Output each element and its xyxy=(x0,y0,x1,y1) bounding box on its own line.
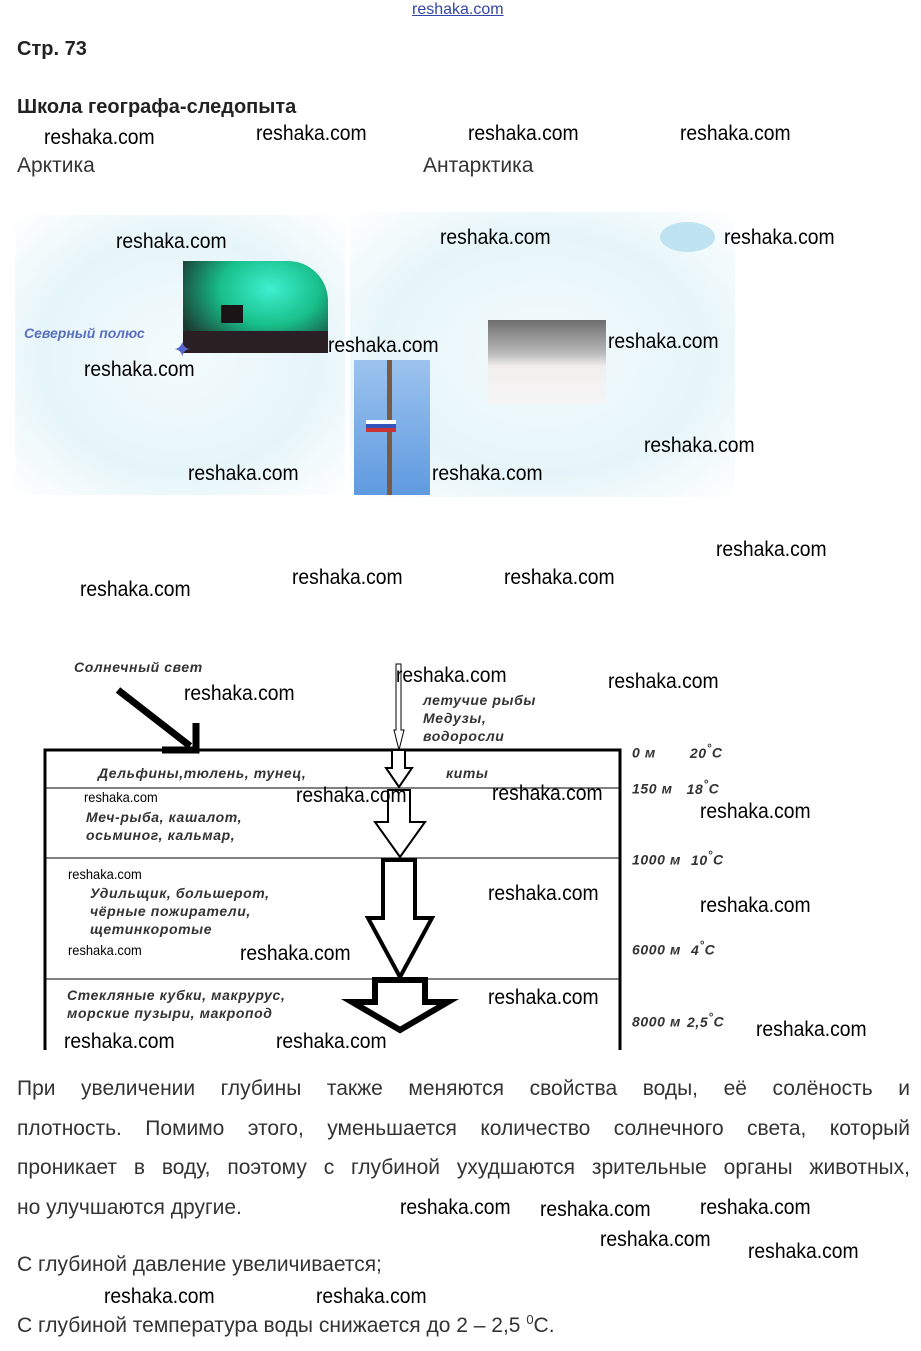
watermark: reshaka.com xyxy=(468,122,579,145)
organism-line: морские пузыри, макропод xyxy=(67,1005,273,1021)
organism-line: Удильщик, большерот, xyxy=(90,885,270,901)
depth-arrow-2 xyxy=(373,789,427,859)
watermark: reshaka.com xyxy=(44,126,155,149)
layer-2-organisms: Меч-рыба, кашалот, осьминог, кальмар, xyxy=(86,808,242,844)
depth-arrow-1 xyxy=(384,749,414,789)
watermark: reshaka.com xyxy=(432,462,543,485)
text-line-content: плотность. Помимо этого, уменьшается кол… xyxy=(17,1116,910,1140)
watermark: reshaka.com xyxy=(64,1030,175,1053)
organism-line: чёрные пожиратели, xyxy=(90,903,251,919)
pressure-text: С глубиной давление увеличивается; xyxy=(17,1253,382,1276)
watermark-small: reshaka.com xyxy=(68,866,142,882)
watermark: reshaka.com xyxy=(492,782,603,805)
watermark: reshaka.com xyxy=(316,1285,427,1308)
star-marker-icon: ✦ xyxy=(173,337,192,362)
layer-3-organisms: Удильщик, большерот, чёрные пожиратели, … xyxy=(90,884,270,938)
watermark: reshaka.com xyxy=(84,358,195,381)
signpost-photo xyxy=(354,360,430,495)
watermark: reshaka.com xyxy=(440,226,551,249)
penguins-photo xyxy=(488,320,606,404)
temperature-text: С глубиной температура воды снижается до… xyxy=(17,1312,555,1337)
watermark: reshaka.com xyxy=(240,942,351,965)
watermark-small: reshaka.com xyxy=(68,942,142,958)
watermark: reshaka.com xyxy=(400,1196,511,1219)
surface-organisms: летучие рыбы Медузы, водоросли xyxy=(423,691,536,745)
watermark: reshaka.com xyxy=(700,1196,811,1219)
sunlight-label: Солнечный свет xyxy=(74,659,203,675)
organism-line: щетинкоротые xyxy=(90,921,213,937)
watermark: reshaka.com xyxy=(184,682,295,705)
north-pole-label: Северный полюс xyxy=(24,325,145,341)
text-line: проникает в воду, поэтому с глубиной уху… xyxy=(17,1148,910,1188)
layer-4-organisms: Стекляные кубки, макрурус, морские пузыр… xyxy=(67,986,285,1022)
text-line: плотность. Помимо этого, уменьшается кол… xyxy=(17,1109,910,1149)
watermark: reshaka.com xyxy=(80,578,191,601)
watermark: reshaka.com xyxy=(488,986,599,1009)
organism-line: Меч-рыба, кашалот, xyxy=(86,809,243,825)
section-title: Школа географа-следопыта xyxy=(17,96,297,118)
reindeer-silhouette xyxy=(221,305,243,323)
watermark: reshaka.com xyxy=(608,670,719,693)
hill-silhouette xyxy=(183,331,328,353)
text-line-content: но улучшаются другие. xyxy=(17,1195,242,1219)
watermark: reshaka.com xyxy=(296,784,407,807)
layer-1-whales: киты xyxy=(446,765,489,781)
watermark: reshaka.com xyxy=(256,122,367,145)
russian-flag xyxy=(366,420,396,432)
watermark: reshaka.com xyxy=(504,566,615,589)
watermark-small: reshaka.com xyxy=(84,789,158,805)
text-line-content: При увеличении глубины также меняются св… xyxy=(17,1077,910,1100)
aurora-reindeer-photo xyxy=(183,261,328,353)
watermark: reshaka.com xyxy=(644,434,755,457)
watermark: reshaka.com xyxy=(328,334,439,357)
surface-light-arrow xyxy=(393,663,405,751)
organism-line: Стекляные кубки, макрурус, xyxy=(67,987,286,1003)
watermark: reshaka.com xyxy=(540,1198,651,1221)
watermark: reshaka.com xyxy=(748,1240,859,1263)
watermark: reshaka.com xyxy=(104,1285,215,1308)
map-lake xyxy=(660,222,715,252)
ocean-depth-diagram xyxy=(43,663,622,1050)
layer-1-organisms: Дельфины,тюлень, тунец, xyxy=(98,765,307,781)
depth-arrow-4 xyxy=(340,977,460,1034)
surface-line: водоросли xyxy=(423,728,505,744)
ocean-box xyxy=(43,748,622,1050)
watermark: reshaka.com xyxy=(600,1228,711,1251)
watermark: reshaka.com xyxy=(276,1030,387,1053)
header-watermark-link[interactable]: reshaka.com xyxy=(412,1,504,18)
text-line: но улучшаются другие. xyxy=(17,1188,910,1228)
watermark: reshaka.com xyxy=(396,664,507,687)
watermark: reshaka.com xyxy=(700,800,811,823)
watermark: reshaka.com xyxy=(680,122,791,145)
watermark: reshaka.com xyxy=(724,226,835,249)
watermark: reshaka.com xyxy=(292,566,403,589)
antarctic-label: Антарктика xyxy=(423,154,534,177)
watermark: reshaka.com xyxy=(188,462,299,485)
watermark: reshaka.com xyxy=(488,882,599,905)
surface-line: Медузы, xyxy=(423,710,487,726)
watermark: reshaka.com xyxy=(756,1018,867,1041)
page-number: Стр. 73 xyxy=(17,38,87,60)
depth-arrow-3 xyxy=(364,858,436,982)
arctic-label: Арктика xyxy=(17,154,95,177)
text-line-content: проникает в воду, поэтому с глубиной уху… xyxy=(17,1156,910,1179)
paragraph-depth-properties: При увеличении глубины также меняются св… xyxy=(17,1069,910,1227)
surface-line: летучие рыбы xyxy=(423,692,536,708)
watermark: reshaka.com xyxy=(116,230,227,253)
organism-line: осьминог, кальмар, xyxy=(86,827,236,843)
watermark: reshaka.com xyxy=(700,894,811,917)
text-line: При увеличении глубины также меняются св… xyxy=(17,1069,910,1109)
watermark: reshaka.com xyxy=(608,330,719,353)
watermark: reshaka.com xyxy=(716,538,827,561)
